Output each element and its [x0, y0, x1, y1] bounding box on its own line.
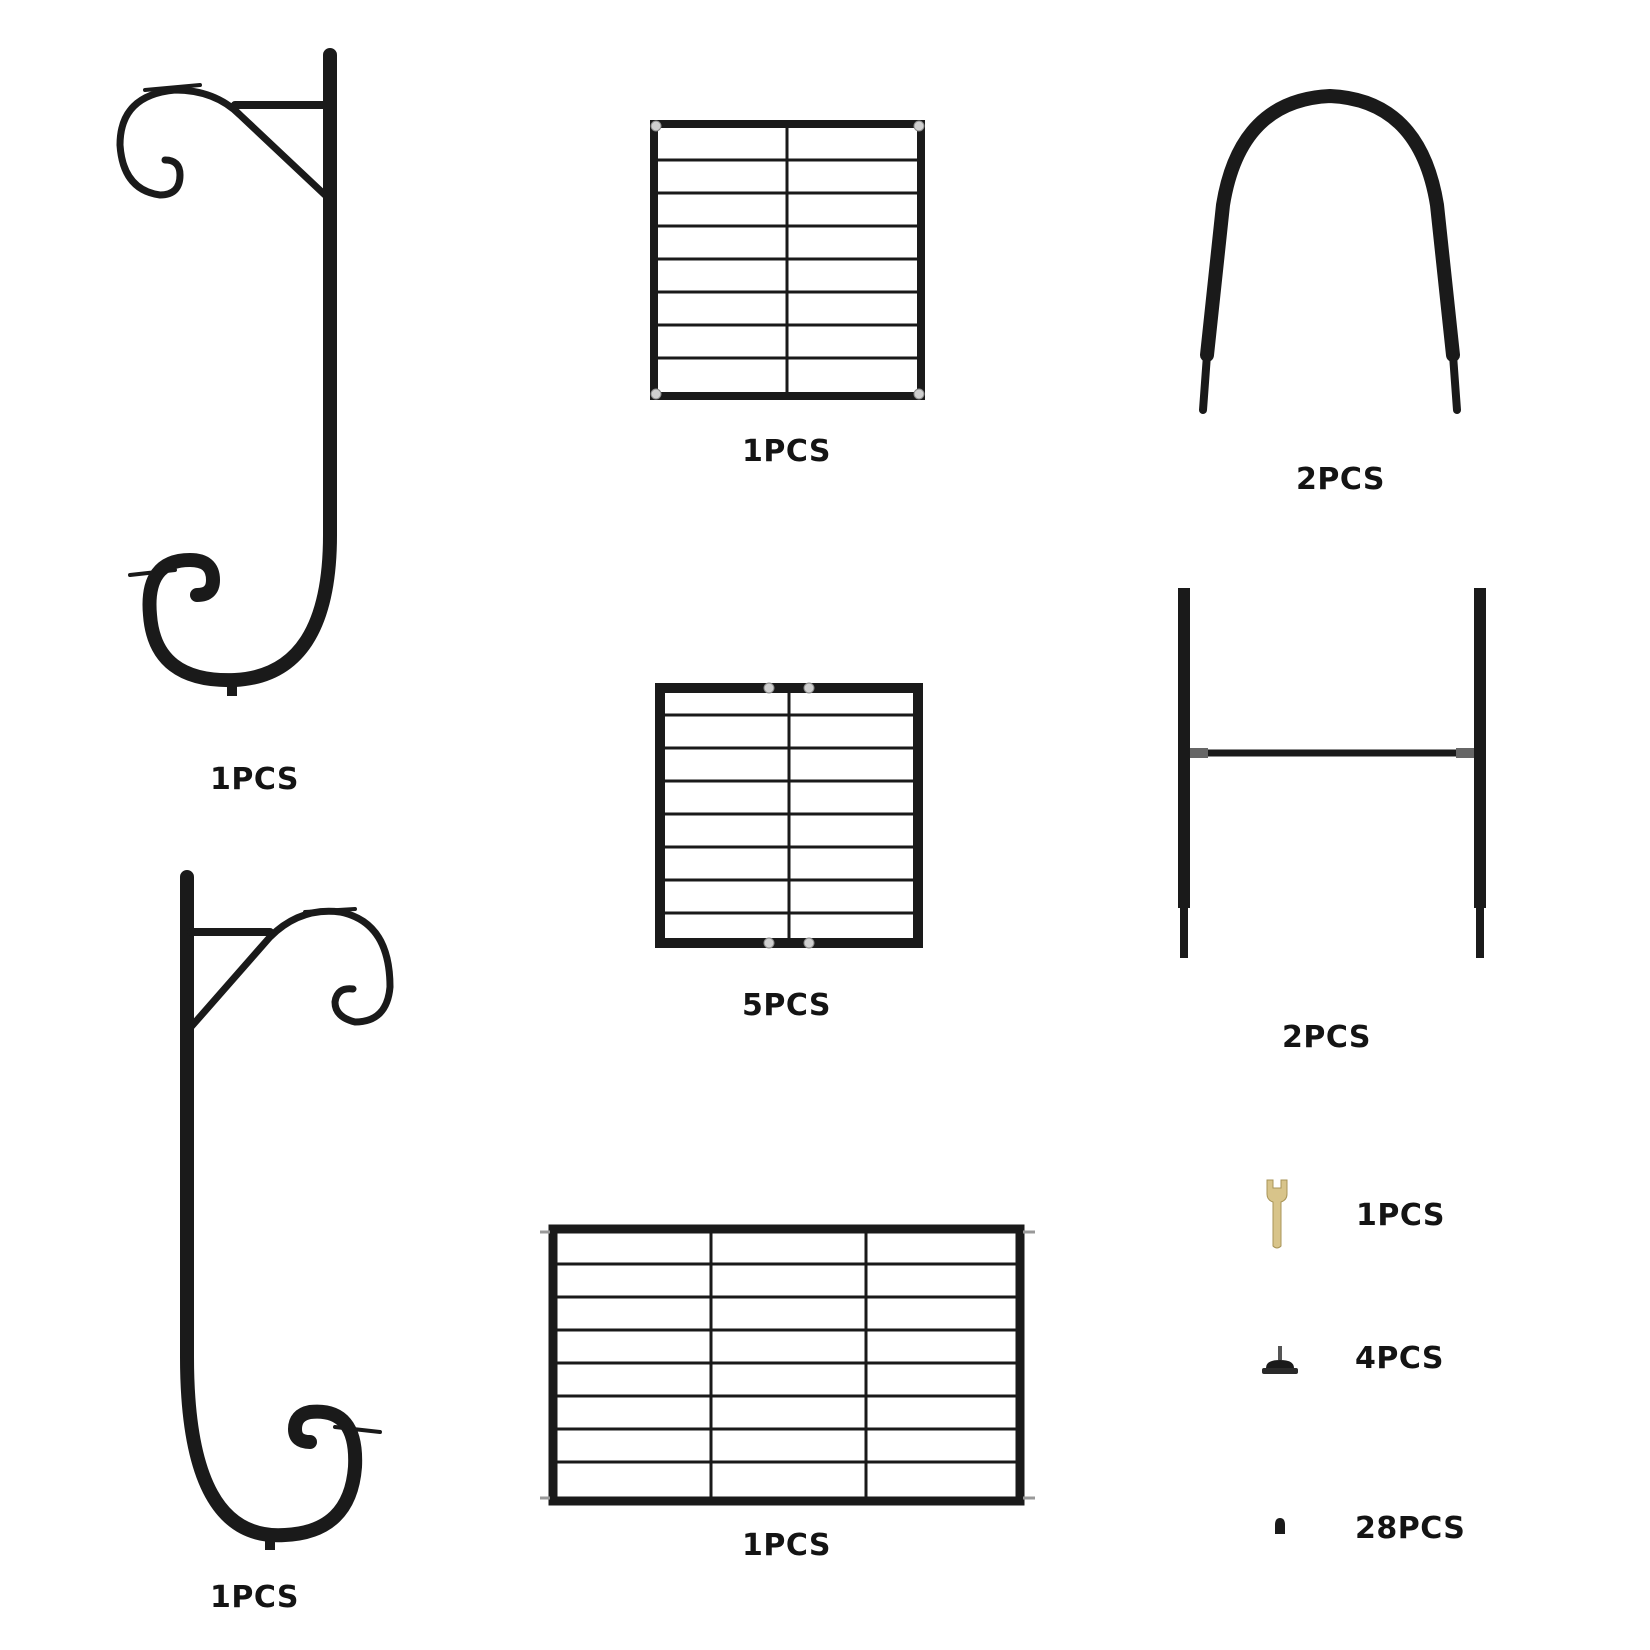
qty-arch: 2PCS [1296, 462, 1386, 497]
scroll-bracket-left-icon [116, 48, 337, 696]
qty-square-panel-top: 1PCS [742, 434, 832, 469]
qty-square-panel-middle: 5PCS [742, 988, 832, 1023]
grid-panel-icon [655, 682, 923, 949]
qty-wrench: 1PCS [1356, 1198, 1446, 1233]
scroll-bracket-bottom [175, 870, 394, 1557]
wrench [1263, 1179, 1291, 1250]
cap-nut [1273, 1518, 1287, 1534]
wide-panel [540, 1224, 1035, 1506]
qty-right-bracket-bottom: 1PCS [210, 1580, 300, 1615]
scroll-bracket-right-icon [180, 870, 394, 1550]
arch-icon [1199, 89, 1461, 414]
h-frame [1170, 588, 1495, 960]
wrench-icon [1266, 1179, 1288, 1249]
qty-left-bracket-top: 1PCS [210, 762, 300, 797]
qty-h-frame: 2PCS [1282, 1020, 1372, 1055]
qty-cap-nut: 28PCS [1355, 1511, 1466, 1546]
cap-nut-icon [1275, 1518, 1285, 1534]
arch [1185, 89, 1475, 420]
scroll-bracket-top [115, 48, 345, 735]
square-panel-top [650, 120, 925, 400]
qty-foot-pad: 4PCS [1355, 1341, 1445, 1376]
qty-wide-panel: 1PCS [742, 1528, 832, 1563]
square-panel-middle [655, 682, 923, 949]
wide-grid-panel-icon [540, 1224, 1035, 1506]
grid-panel-icon [650, 120, 925, 400]
foot-pad-icon [1262, 1346, 1298, 1374]
foot-pad [1262, 1346, 1298, 1376]
h-frame-icon [1178, 588, 1486, 958]
